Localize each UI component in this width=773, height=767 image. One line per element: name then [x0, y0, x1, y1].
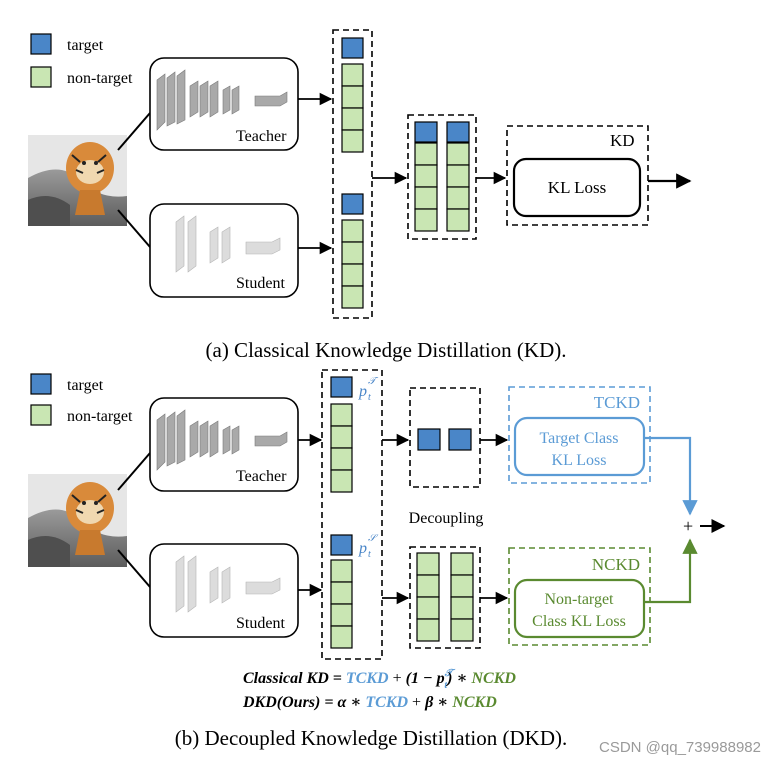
- teacher-network-a: Teacher: [149, 57, 299, 151]
- eq1-plus: +: [389, 670, 406, 687]
- nckd-label: NCKD: [592, 555, 640, 574]
- legend-a: target non-target: [30, 33, 133, 88]
- student-logits-b: [330, 534, 353, 649]
- eq2-beta: β ∗: [424, 694, 452, 711]
- eq1-sub: t: [444, 680, 448, 691]
- binary-prob-box: [409, 387, 481, 488]
- input-image-b: [28, 474, 127, 567]
- legend-target-swatch: [30, 33, 52, 55]
- teacher-network-b: Teacher: [149, 397, 299, 492]
- decoupling-label: Decoupling: [409, 510, 484, 527]
- nckd-loss-line1: Non-target: [544, 591, 614, 608]
- teacher-label-b: Teacher: [236, 468, 287, 485]
- student-prob-main: p: [358, 540, 367, 557]
- teacher-logits-a: [341, 37, 364, 153]
- caption-b: (b) Decoupled Knowledge Distillation (DK…: [175, 726, 568, 750]
- tckd-box: [508, 386, 651, 484]
- binary-prob-cells: [417, 428, 472, 451]
- teacher-logits-b: [330, 376, 353, 493]
- tckd-arrow: [644, 436, 698, 516]
- legend-target-swatch-b: [30, 373, 52, 395]
- eq2-lhs: DKD(Ours): [242, 694, 320, 711]
- teacher-prob-label: p 𝒯 t: [358, 376, 379, 403]
- student-prob-label: p 𝒮 t: [358, 533, 379, 560]
- student-logits-a: [341, 193, 364, 309]
- eq2-plus: +: [408, 694, 425, 711]
- tckd-loss-line2: KL Loss: [552, 452, 607, 469]
- nckd-loss-line2: Class KL Loss: [532, 613, 626, 630]
- panel-a: target non-target: [28, 29, 692, 362]
- eq1-paren: (1 − p: [406, 670, 445, 687]
- tckd-loss-line1: Target Class: [539, 430, 618, 447]
- student-prob-sup: 𝒮: [368, 533, 379, 544]
- legend-nontarget-label-b: non-target: [67, 408, 133, 425]
- eq1-eq: =: [329, 670, 346, 687]
- plus-sign: +: [683, 516, 693, 536]
- legend-target-label-b: target: [67, 377, 104, 394]
- kl-loss-label-a: KL Loss: [548, 178, 606, 197]
- student-network-b: Student: [149, 543, 299, 638]
- student-prob-sub: t: [368, 549, 371, 560]
- student-label-b: Student: [236, 615, 285, 632]
- input-image-a: [28, 135, 127, 226]
- caption-a: (a) Classical Knowledge Distillation (KD…: [206, 338, 567, 362]
- eq1-tckd: TCKD: [346, 670, 389, 687]
- legend-nontarget-swatch-b: [30, 404, 52, 426]
- logits-box-b: [321, 369, 383, 660]
- logits-box-a: [332, 29, 373, 319]
- kl-loss-box-a: [512, 157, 642, 218]
- panel-b: target non-target: [28, 369, 726, 750]
- eq1-lhs: Classical KD: [243, 670, 329, 687]
- eq1-close: ) ∗: [445, 670, 471, 687]
- equation-dkd: DKD(Ours) = α ∗ TCKD + β ∗ NCKD: [242, 694, 497, 711]
- nontarget-prob-cells: [416, 552, 474, 642]
- kd-label-a: KD: [610, 131, 635, 150]
- student-label-a: Student: [236, 275, 285, 292]
- eq1-sup: 𝒯: [444, 668, 456, 679]
- watermark: CSDN @qq_739988982: [599, 739, 761, 756]
- combined-logits-a: [414, 121, 470, 232]
- eq2-tckd: TCKD: [365, 694, 408, 711]
- eq2-nckd: NCKD: [451, 694, 497, 711]
- combined-logits-box-a: [407, 114, 477, 240]
- nckd-box: [508, 547, 651, 646]
- nckd-arrow: [644, 538, 698, 604]
- eq2-eq: =: [320, 694, 337, 711]
- eq1-nckd: NCKD: [471, 670, 517, 687]
- teacher-prob-main: p: [358, 383, 367, 400]
- tckd-label: TCKD: [594, 393, 640, 412]
- legend-nontarget-label: non-target: [67, 70, 133, 87]
- teacher-label-a: Teacher: [236, 128, 287, 145]
- kd-box-a: [506, 125, 649, 226]
- nckd-loss-box: [513, 578, 646, 639]
- student-network-a: Student: [149, 203, 299, 298]
- tckd-loss-box: [513, 416, 646, 477]
- teacher-prob-sub: t: [368, 392, 371, 403]
- legend-b: target non-target: [30, 373, 133, 426]
- teacher-prob-sup: 𝒯: [368, 376, 379, 387]
- legend-target-label: target: [67, 37, 104, 54]
- legend-nontarget-swatch: [30, 66, 52, 88]
- eq2-alpha: α ∗: [337, 694, 365, 711]
